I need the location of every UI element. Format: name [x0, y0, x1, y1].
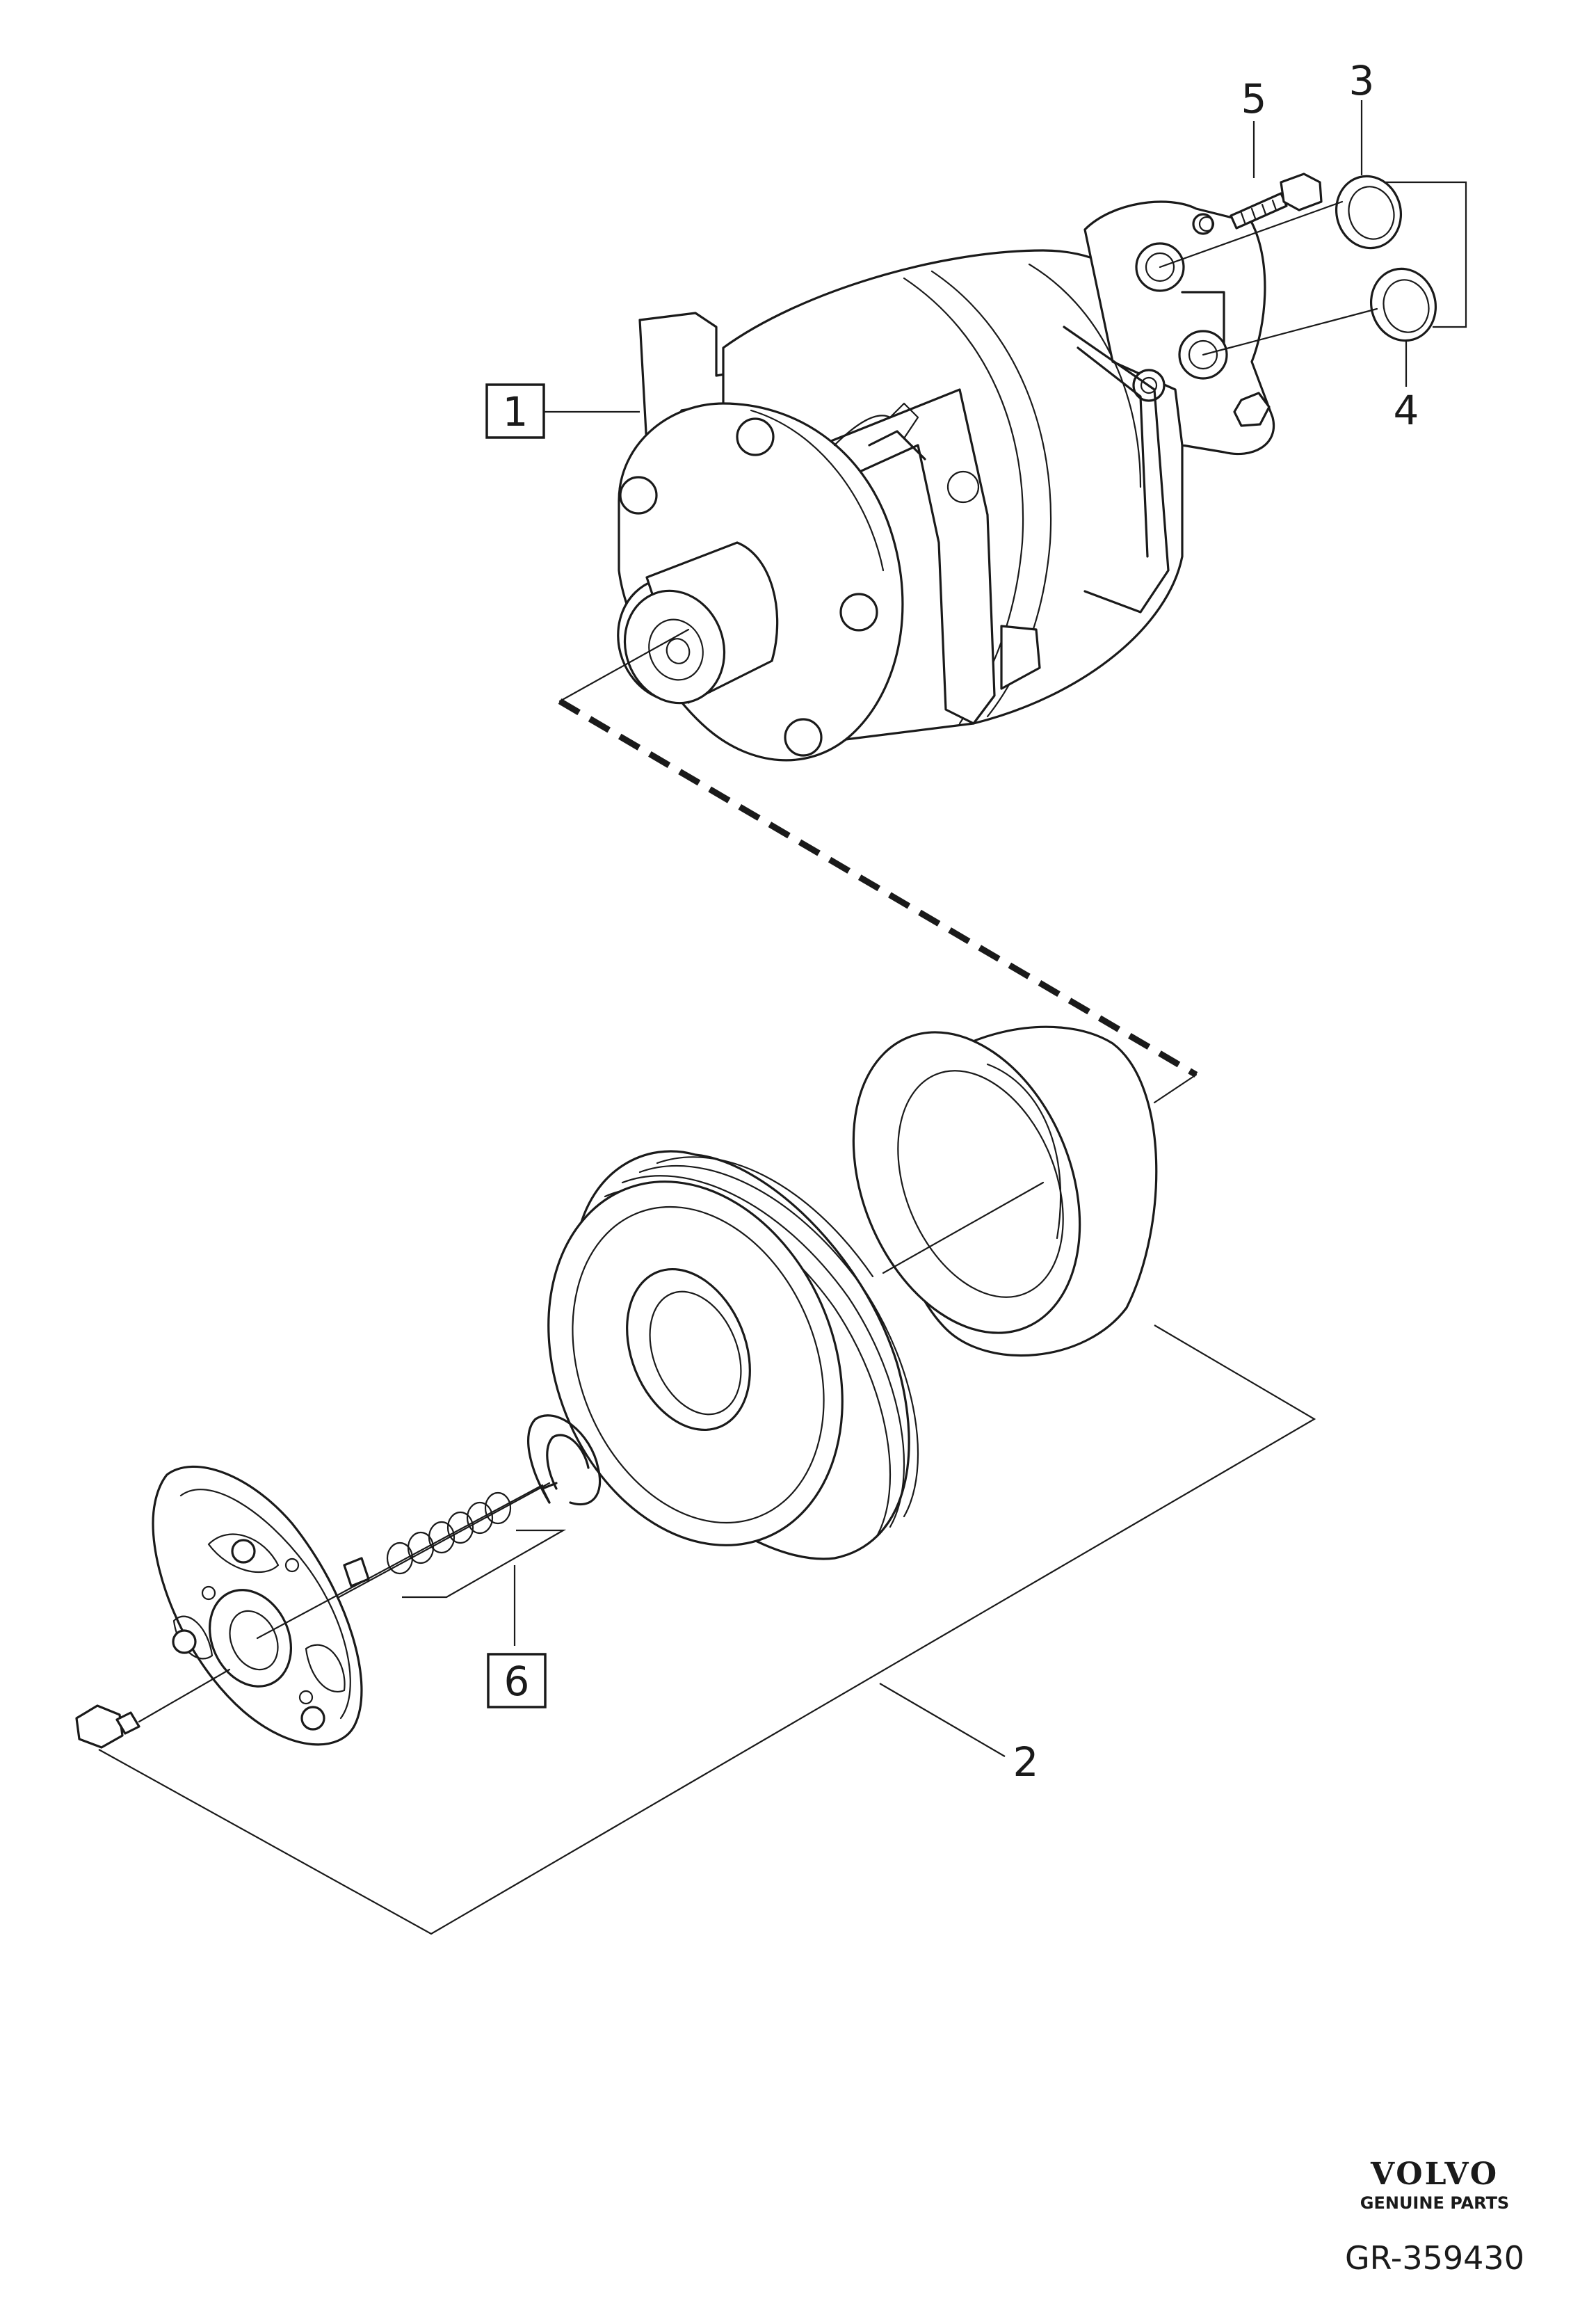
fitting-bolt[interactable]	[1198, 173, 1323, 232]
callout-6[interactable]: 6	[487, 1653, 547, 1708]
svg-text:4: 4	[1394, 387, 1419, 434]
pulley[interactable]	[496, 1137, 919, 1590]
callout-4[interactable]: 4	[1394, 387, 1419, 434]
snap-ring[interactable]	[527, 1414, 602, 1506]
svg-text:VOLVO: VOLVO	[1370, 2156, 1499, 2192]
shim-set[interactable]	[386, 1491, 512, 1575]
diagram-reference: GR-359430	[1345, 2239, 1524, 2277]
callout-1[interactable]: 1	[485, 383, 545, 439]
svg-text:6: 6	[504, 1658, 530, 1705]
svg-text:GENUINE PARTS: GENUINE PARTS	[1360, 2193, 1509, 2213]
o-ring-lower[interactable]	[1363, 262, 1444, 348]
callout-2[interactable]: 2	[1013, 1738, 1039, 1786]
leader-3-4-bracket	[1384, 181, 1467, 328]
svg-text:5: 5	[1241, 75, 1267, 122]
callout-3[interactable]: 3	[1349, 57, 1375, 104]
callout-5[interactable]: 5	[1241, 75, 1267, 122]
svg-text:2: 2	[1013, 1738, 1039, 1786]
leader-2-bracket	[98, 1324, 1316, 1935]
volvo-logo: VOLVO GENUINE PARTS	[1360, 2156, 1509, 2213]
field-coil-ring[interactable]	[812, 998, 1158, 1367]
svg-text:1: 1	[503, 388, 529, 435]
hub-bolt[interactable]	[75, 1668, 231, 1749]
shaft-centerline	[558, 698, 1198, 1078]
clutch-hub-plate[interactable]	[152, 1465, 370, 1746]
o-ring-upper[interactable]	[1328, 169, 1409, 255]
leader-6	[402, 1529, 567, 1646]
svg-text:3: 3	[1349, 57, 1375, 104]
compressor-assembly[interactable]	[601, 200, 1275, 762]
